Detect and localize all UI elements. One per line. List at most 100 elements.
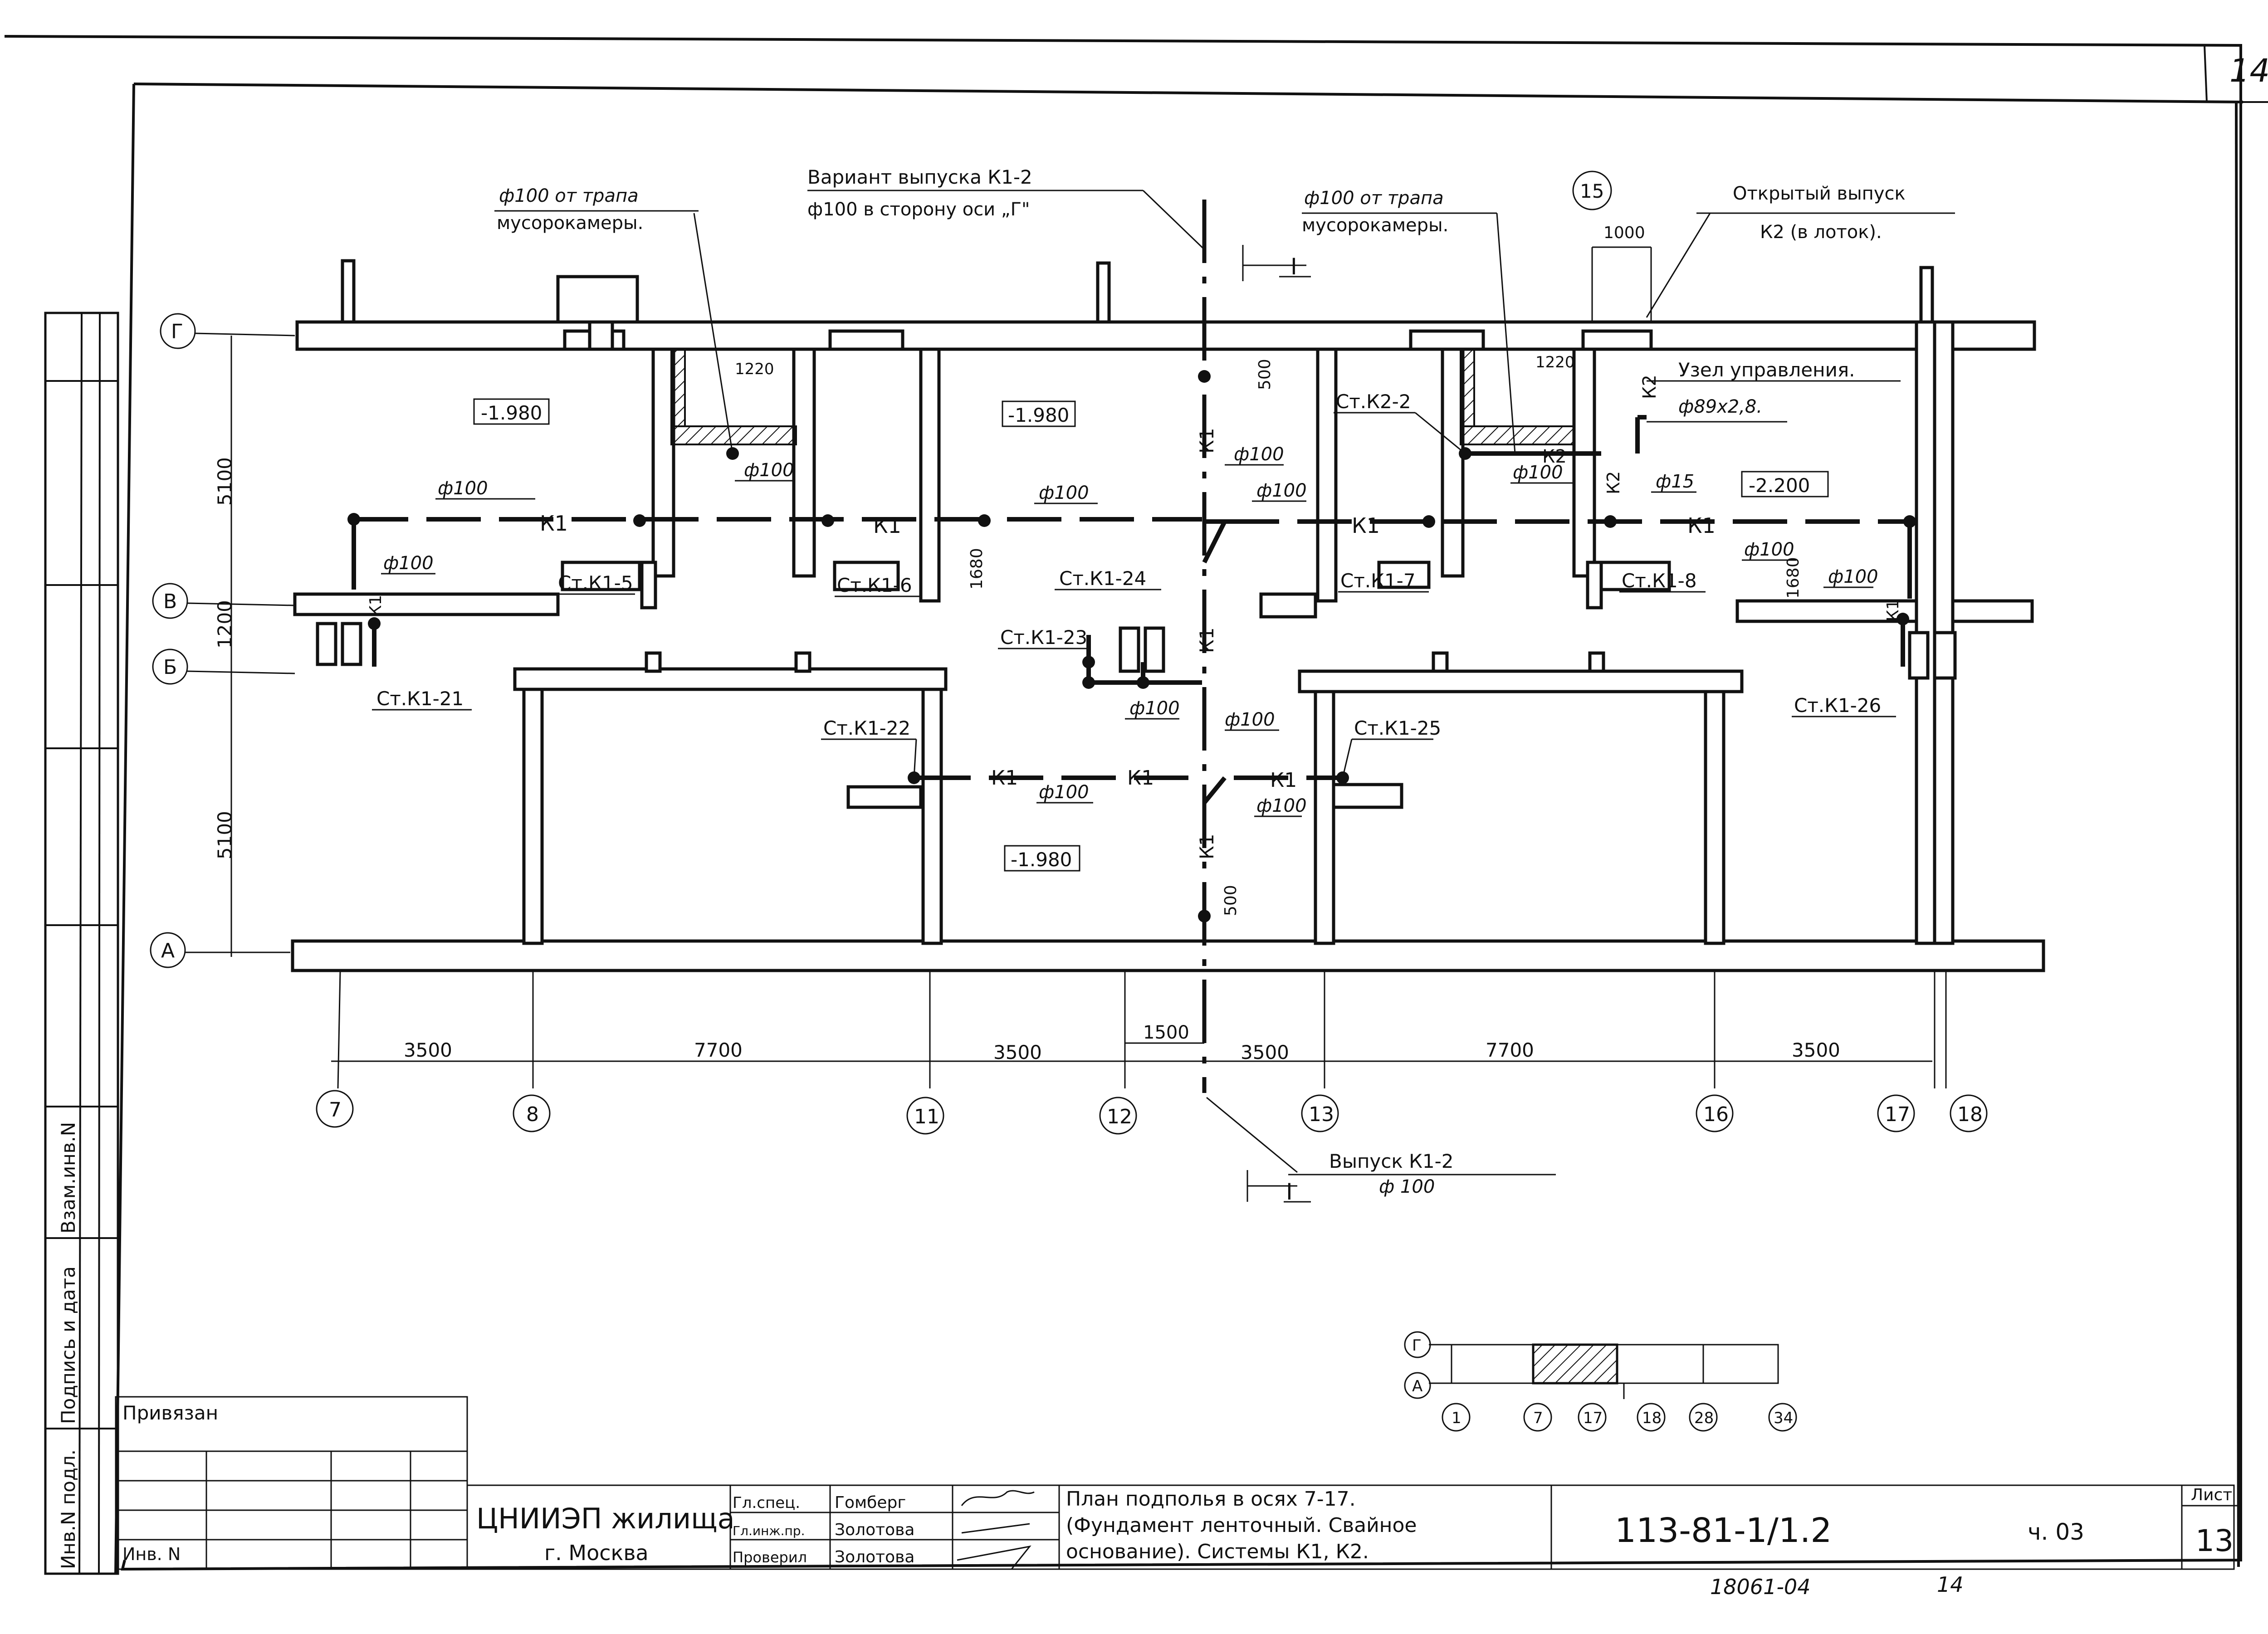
dim-bottom-2: 7700 <box>694 1039 743 1061</box>
pipe-label-k1-vert-1: К1 <box>1196 428 1218 454</box>
key-plan <box>1404 1331 1797 1432</box>
riser-k1-22: Ст.К1-22 <box>823 717 910 739</box>
tb-inv: Инв. N <box>122 1544 181 1564</box>
note-outlet-title: Выпуск К1-2 <box>1329 1150 1454 1172</box>
dim-misc-500-bottom: 500 <box>1222 885 1240 916</box>
diam-3: ф100 <box>744 460 794 481</box>
pipe-label-k1-3: К1 <box>1352 513 1380 538</box>
annotation-leaders <box>494 190 1955 1203</box>
axis-15: 15 <box>1580 180 1604 202</box>
diam-4: ф100 <box>1039 483 1089 503</box>
pipe-label-k1-4: К1 <box>1687 513 1716 538</box>
axis-a: А <box>161 939 175 962</box>
riser-k1-8: Ст.К1-8 <box>1622 570 1697 592</box>
dim-misc-1000: 1000 <box>1603 224 1645 242</box>
dim-misc-1680-left: 1680 <box>968 548 986 590</box>
pipe-label-k1-vert-3: К1 <box>1196 834 1218 859</box>
pipe-label-k1-vert-4: К1 <box>367 595 385 617</box>
key-col-1: 1 <box>1452 1409 1461 1427</box>
diam-12: ф100 <box>1225 709 1275 730</box>
pipe-label-k1-2: К1 <box>873 513 901 538</box>
footer-page: 14 <box>1937 1572 1964 1597</box>
tb-role-2: Гл.инж.пр. <box>733 1523 805 1538</box>
riser-k1-21: Ст.К1-21 <box>376 688 464 710</box>
dim-bottom-5: 3500 <box>1241 1041 1289 1063</box>
key-row-a: А <box>1412 1377 1422 1395</box>
dim-misc-1220-left: 1220 <box>735 360 774 378</box>
tb-name-1: Гомберг <box>835 1493 906 1512</box>
key-col-18: 18 <box>1642 1409 1662 1427</box>
note-pipe-89: ф89х2,8. <box>1678 396 1762 417</box>
note-trap-right-1: ф100 от трапа <box>1304 188 1444 209</box>
stamp-inv-podl: Инв.N подл. <box>57 1449 79 1569</box>
key-col-17: 17 <box>1583 1409 1603 1427</box>
diam-11: ф100 <box>1129 698 1180 719</box>
dim-misc-500-top: 500 <box>1256 359 1274 390</box>
level-3: -2.200 <box>1749 474 1810 497</box>
dim-misc-1680-right: 1680 <box>1784 557 1803 599</box>
tb-title-1: План подполья в осях 7-17. <box>1066 1488 1356 1511</box>
dim-left-1: 5100 <box>214 457 236 506</box>
note-open-outlet-2: К2 (в лоток). <box>1760 222 1882 243</box>
diam-9: ф100 <box>1744 539 1794 560</box>
riser-k1-24: Ст.К1-24 <box>1059 567 1146 590</box>
pipe-label-k2-vert-2: К2 <box>1603 471 1623 494</box>
riser-k2-2: Ст.К2-2 <box>1336 390 1411 413</box>
diam-5: ф100 <box>1234 444 1284 465</box>
axis-15-bubble <box>1572 171 1612 210</box>
sheet-corner-number: 14 <box>2229 52 2268 89</box>
note-open-outlet-1: Открытый выпуск <box>1733 183 1906 204</box>
pipe-label-k1-6: К1 <box>1127 766 1154 790</box>
riser-k1-23: Ст.К1-23 <box>1000 626 1087 649</box>
stamp-replace-inv: Взам.инв.N <box>57 1122 79 1234</box>
riser-leaders <box>372 412 1896 778</box>
diam-13: ф100 <box>1039 782 1089 803</box>
axis-8: 8 <box>526 1103 539 1126</box>
pipe-label-k1-7: К1 <box>1270 769 1297 792</box>
tb-title-2: (Фундамент ленточный. Свайное <box>1066 1514 1417 1537</box>
pipe-label-k1-5: К1 <box>991 766 1018 790</box>
dim-misc-1220-right: 1220 <box>1535 353 1575 371</box>
axis-11: 11 <box>914 1105 939 1128</box>
tb-attached: Привязан <box>122 1402 218 1424</box>
dim-left-2: 1200 <box>214 600 236 649</box>
note-trap-left-2: мусорокамеры. <box>497 213 643 234</box>
diam-8: ф15 <box>1656 471 1694 492</box>
diam-10: ф100 <box>1828 566 1878 587</box>
axis-b: Б <box>163 656 177 679</box>
diam-7: ф100 <box>1513 462 1563 483</box>
sheet-frame <box>4 35 2268 1574</box>
diam-2: ф100 <box>383 553 434 574</box>
key-col-34: 34 <box>1774 1409 1793 1427</box>
key-row-g: Г <box>1412 1336 1422 1355</box>
axis-12: 12 <box>1107 1105 1132 1128</box>
tb-org-2: г. Москва <box>544 1541 649 1565</box>
tb-role-3: Проверил <box>733 1549 807 1566</box>
dim-bottom-6: 7700 <box>1486 1039 1534 1061</box>
title-block <box>115 1396 2239 1570</box>
axis-13: 13 <box>1309 1103 1334 1126</box>
note-trap-left-1: ф100 от трапа <box>499 185 639 206</box>
dimension-chain <box>331 970 1947 1089</box>
pipe-label-k1-vert-5: К1 <box>1884 600 1902 621</box>
note-variant-sub: ф100 в сторону оси „Г" <box>807 199 1030 220</box>
riser-k1-6: Ст.К1-6 <box>837 574 912 596</box>
pipe-label-k2-1: К2 <box>1542 446 1567 467</box>
riser-k1-5: Ст.К1-5 <box>558 572 633 594</box>
riser-k1-26: Ст.К1-26 <box>1794 694 1881 717</box>
axis-18: 18 <box>1957 1103 1983 1126</box>
riser-k1-7: Ст.К1-7 <box>1340 570 1416 592</box>
axis-16: 16 <box>1703 1103 1729 1126</box>
pipe-label-k1-1: К1 <box>540 511 568 536</box>
footer-note: 18061-04 <box>1710 1575 1810 1599</box>
tb-sheet-no: 13 <box>2195 1523 2234 1558</box>
level-2: -1.980 <box>1008 404 1069 426</box>
note-section-bottom: I <box>1286 1179 1293 1205</box>
dim-bottom-1: 3500 <box>404 1039 452 1061</box>
dim-bottom-4: 1500 <box>1143 1022 1189 1043</box>
pipe-label-k1-vert-2: К1 <box>1196 627 1218 653</box>
tb-name-3: Золотова <box>835 1548 914 1566</box>
axis-number-bubbles <box>316 1090 1988 1135</box>
key-col-28: 28 <box>1694 1409 1714 1427</box>
